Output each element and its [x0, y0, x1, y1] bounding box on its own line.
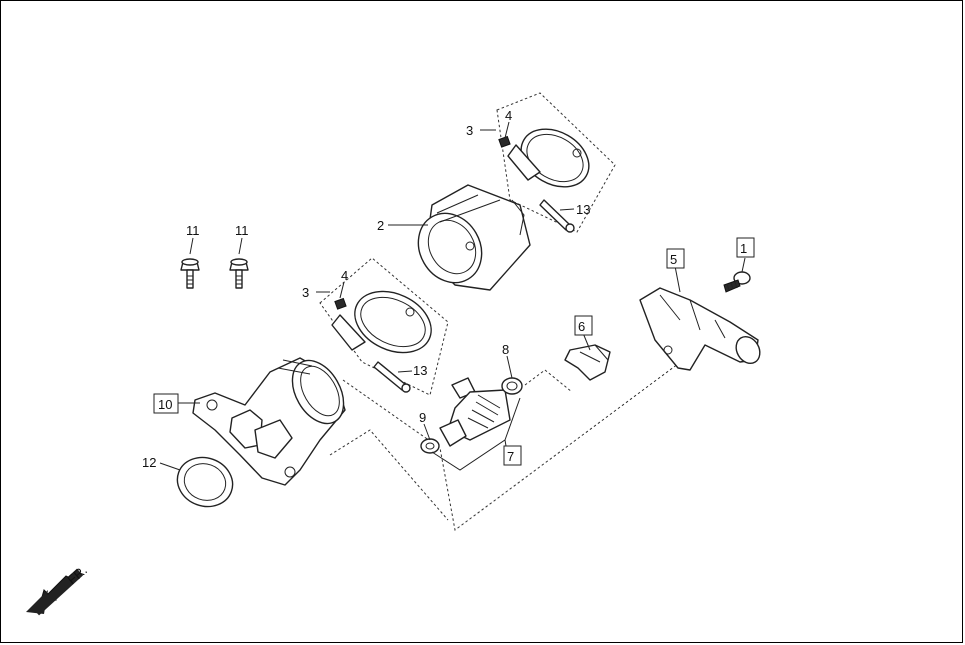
intake-joint [417, 184, 531, 291]
callout-box-5 [666, 248, 685, 269]
callout-box-1 [736, 237, 755, 258]
lower-clamp-group-outline [319, 257, 449, 396]
intake-manifold [192, 357, 346, 486]
callout-4-upper: 4 [505, 108, 512, 123]
bolt-1 [723, 271, 751, 293]
upper-nut [498, 135, 511, 148]
bolt-11-left [180, 258, 200, 289]
callout-13-lower: 13 [413, 363, 427, 378]
bolt-11-right [229, 258, 249, 289]
sensor-assembly [639, 287, 761, 371]
assembly-line-manifold [329, 429, 449, 521]
callout-7: 7 [507, 449, 514, 464]
callout-10: 10 [158, 397, 172, 412]
callouts: 1 2 3 3 4 4 5 6 7 8 9 10 11 11 12 13 13 [142, 108, 755, 470]
callout-box-10 [153, 393, 179, 414]
upper-clamp-group-outline [496, 92, 616, 233]
injector-clip [564, 344, 611, 381]
upper-clamp [498, 128, 590, 188]
lower-clamp [331, 290, 432, 354]
callout-13-upper: 13 [576, 202, 590, 217]
callout-12: 12 [142, 455, 156, 470]
upper-bolt [539, 199, 575, 233]
manifold-gasket [176, 456, 234, 508]
fuel-injector [439, 377, 511, 447]
dashed-group-lines [319, 92, 691, 531]
assembly-line-lower [342, 354, 691, 531]
callout-3-upper: 3 [466, 123, 473, 138]
callout-3-lower: 3 [302, 285, 309, 300]
callout-1: 1 [740, 241, 747, 256]
callout-6: 6 [578, 319, 585, 334]
callout-5: 5 [670, 252, 677, 267]
lower-nut [334, 297, 347, 310]
assembly-line-injector [524, 369, 573, 393]
lower-bolt [373, 361, 411, 393]
o-ring-9 [420, 438, 440, 454]
callout-11-right: 11 [235, 223, 249, 238]
o-ring-8 [501, 377, 523, 395]
callout-11-left: 11 [186, 223, 200, 238]
callout-4-lower: 4 [341, 268, 348, 283]
callout-9: 9 [419, 410, 426, 425]
callout-box-7 [503, 445, 522, 466]
callout-box-6 [574, 315, 593, 336]
callout-2: 2 [377, 218, 384, 233]
front-direction-arrow: FR. [26, 562, 90, 616]
callout-8: 8 [502, 342, 509, 357]
